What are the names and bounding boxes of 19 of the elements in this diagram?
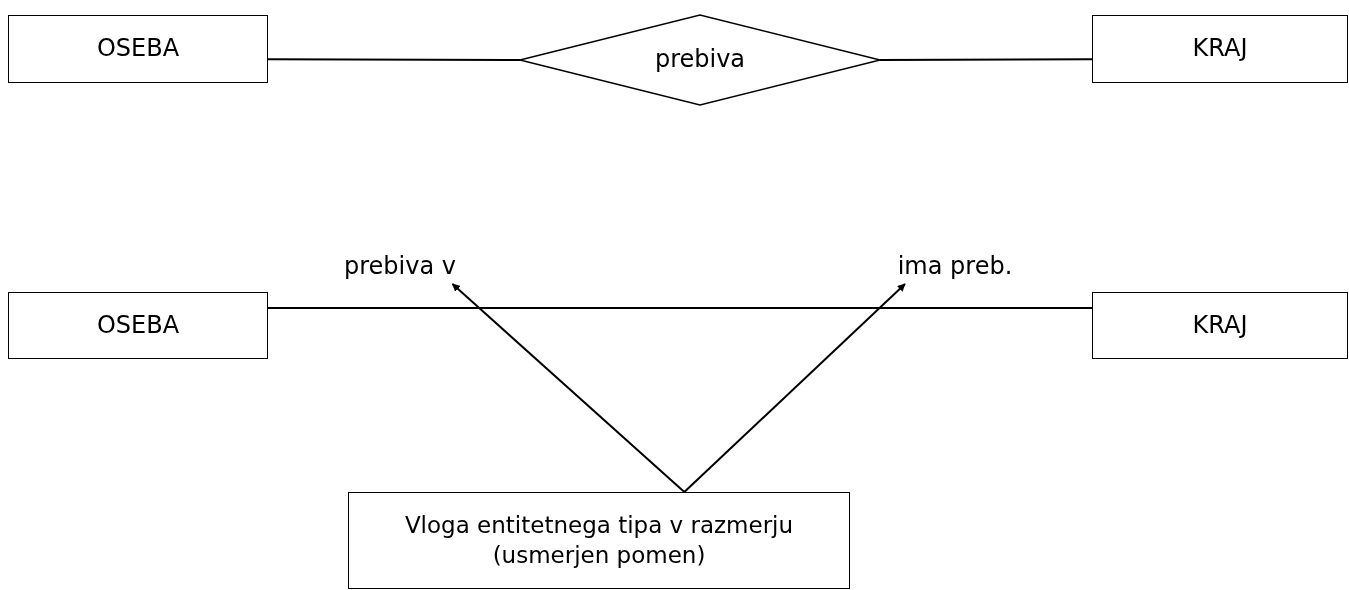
connector-line	[879, 58, 1093, 61]
label-text: Vloga entitetnega tipa v razmerju (usmerjen pomen)	[403, 510, 795, 570]
label-text: KRAJ	[1192, 33, 1248, 65]
label-text: prebiva	[654, 44, 746, 76]
callout-box	[348, 492, 850, 589]
entity-box	[8, 15, 268, 83]
arrow	[683, 283, 906, 493]
entity-box	[1092, 292, 1348, 359]
relationship-diamond	[520, 14, 880, 106]
label-text: OSEBA	[96, 33, 180, 65]
role-label: ima preb.	[897, 251, 1013, 283]
role-label: prebiva v	[344, 251, 456, 283]
label-text: OSEBA	[96, 309, 180, 341]
connector-line	[267, 58, 521, 61]
entity-box	[8, 292, 268, 359]
label-text: KRAJ	[1192, 309, 1248, 341]
arrow	[451, 283, 686, 493]
connector-line	[267, 307, 1093, 310]
entity-box	[1092, 15, 1348, 83]
